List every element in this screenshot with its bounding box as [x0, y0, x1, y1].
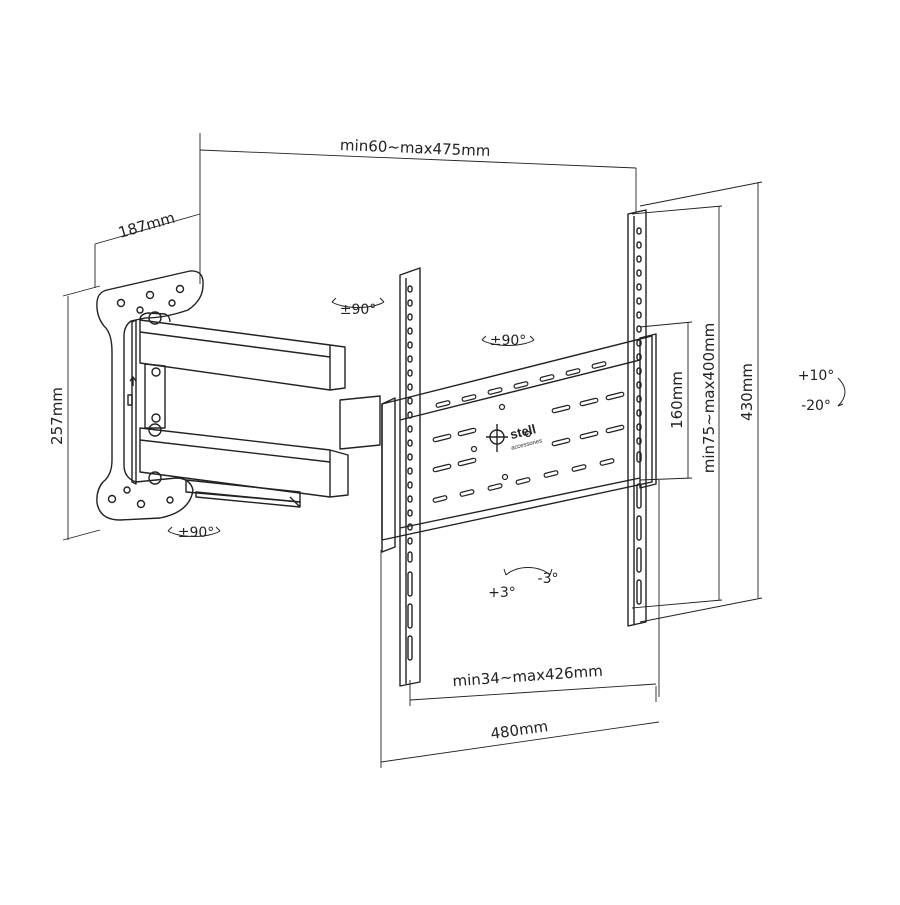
dimension-lines [62, 133, 763, 768]
vesa-horizontal-range-label: min34~max426mm [452, 662, 603, 690]
tilt-down-label: -20° [801, 398, 831, 414]
vesa-vertical-range-label: min75~max400mm [700, 323, 718, 473]
tilt-up-label: +10° [798, 368, 835, 384]
level-plus-label: +3° [488, 585, 516, 601]
wall-plate [96, 270, 204, 521]
wall-swivel-bottom-label: ±90° [178, 525, 215, 541]
level-arrow-icon [505, 567, 551, 576]
rotation-labels: ±90° ±90° ±90° +10° -20° +3° -3° [178, 302, 835, 601]
wall-plate-height-label: 257mm [48, 387, 66, 445]
swivel-arrow-icon [167, 530, 221, 538]
swivel-arrow-icon [481, 339, 535, 347]
vesa-vertical-label: 160mm [668, 371, 686, 429]
swivel-arrow-icon [331, 301, 385, 309]
swing-arm [139, 311, 381, 508]
arm-swivel-label: ±90° [490, 333, 527, 349]
right-vertical-strip [627, 209, 647, 627]
tilt-arrow-icon [837, 377, 846, 407]
wall-swivel-top-label: ±90° [340, 302, 377, 318]
left-vertical-strip [399, 267, 421, 687]
rotation-indicators [167, 297, 846, 576]
wall-plate-depth-label: 187mm [116, 209, 177, 242]
logo-brand: stell [508, 421, 537, 442]
plate-slots [432, 361, 625, 503]
logo-text: stell accessories [508, 421, 542, 452]
level-minus-label: -3° [538, 571, 559, 587]
stell-logo [486, 424, 508, 452]
bracket-height-label: 430mm [738, 363, 756, 421]
dimension-labels: min60~max475mm 187mm 257mm 160mm min75~m… [48, 136, 756, 743]
